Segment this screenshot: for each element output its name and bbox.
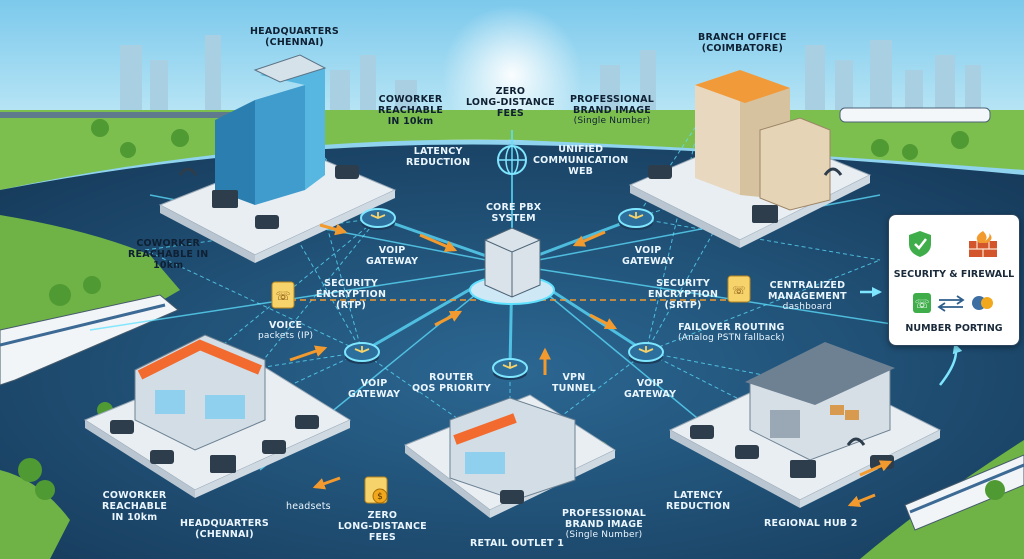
train-right [904,454,1024,531]
label-voip-gw-tl: VOIP GATEWAY [366,245,419,267]
security-panel: SECURITY & FIREWALL ☏ NUMBER PORTING [888,214,1020,346]
router-icon [628,342,664,364]
label-security-right: SECURITY ENCRYPTION (SRTP) [648,278,719,311]
number-porting-icons: ☏ [913,293,993,313]
label-branch: BRANCH OFFICE (COIMBATORE) [698,32,787,54]
router-icon [344,342,380,364]
label-brand-bottom: PROFESSIONAL BRAND IMAGE(Single Number) [562,508,646,540]
label-router-qos: ROUTER QOS PRIORITY [412,372,491,394]
flow-arrows [289,223,893,508]
network-link [214,217,379,421]
label-latency-top: LATENCY REDUCTION [406,146,471,168]
label-zero-fees-top: ZERO LONG-DISTANCE FEES [466,86,555,119]
router-icon [618,208,654,230]
label-zero-fees-bottom: ZERO LONG-DISTANCE FEES [338,510,427,543]
label-vpn: VPN TUNNEL [552,372,596,394]
label-security-left: SECURITY ENCRYPTION (RTP) [316,278,387,311]
label-headsets: headsets [286,501,331,512]
hq-store-building [134,334,266,451]
label-core-pbx: CORE PBX SYSTEM [486,202,542,224]
label-hq-top: HEADQUARTERS (CHENNAI) [250,26,339,48]
voip-routers [344,208,664,380]
label-voip-gw-br: VOIP GATEWAY [624,378,677,400]
label-failover: FAILOVER ROUTING(Analog PSTN fallback) [678,322,785,343]
network-link [179,351,363,381]
train-top [839,107,991,123]
router-icon [360,208,396,230]
label-coworker-left: COWORKER REACHABLE IN 10km [128,238,209,271]
network-link [645,184,741,353]
network-link [89,264,513,331]
network-link [635,217,881,261]
shield-icon [909,231,931,257]
label-brand-top: PROFESSIONAL BRAND IMAGE(Single Number) [570,94,654,126]
rail-bridge [0,112,250,118]
label-latency-bottom: LATENCY REDUCTION [666,490,731,512]
centralized-icon: ☏ [727,275,751,303]
label-voip-gw-bl: VOIP GATEWAY [348,378,401,400]
label-unified-web: UNIFIED COMMUNICATION WEB [533,144,629,177]
core-pbx-server [469,227,555,305]
network-link [274,199,363,353]
panel-link-arrow [939,343,963,386]
svg-text:☏: ☏ [275,289,290,303]
office-devices [110,165,894,504]
svg-text:$: $ [377,492,383,502]
grass-bottom-left [0,470,70,559]
label-regional: REGIONAL HUB 2 [764,518,858,529]
label-coworker-top: COWORKER REACHABLE IN 10km [378,94,444,127]
panel-security-label: SECURITY & FIREWALL [893,269,1015,280]
svg-text:☏: ☏ [914,297,929,311]
label-coworker-bottom: COWORKER REACHABLE IN 10km [102,490,168,523]
label-hq-bottom: HEADQUARTERS (CHENNAI) [180,518,269,540]
network-link [511,264,931,331]
svg-text:☏: ☏ [732,284,746,297]
globe-icon [497,145,527,175]
network-link [144,249,363,353]
train-left [0,294,179,386]
voice-packets-icon: ☏ [271,281,295,309]
retail-store-building [449,397,576,501]
label-voip-gw-tr: VOIP GATEWAY [622,245,675,267]
router-icon [492,358,528,380]
hq-tower-building [215,54,327,205]
warehouse-building [745,342,895,461]
firewall-icon [969,231,997,257]
branch-building [695,70,831,211]
coin-icon: $ [364,476,388,504]
label-retail: RETAIL OUTLET 1 [470,538,565,549]
panel-porting-label: NUMBER PORTING [905,323,1003,334]
